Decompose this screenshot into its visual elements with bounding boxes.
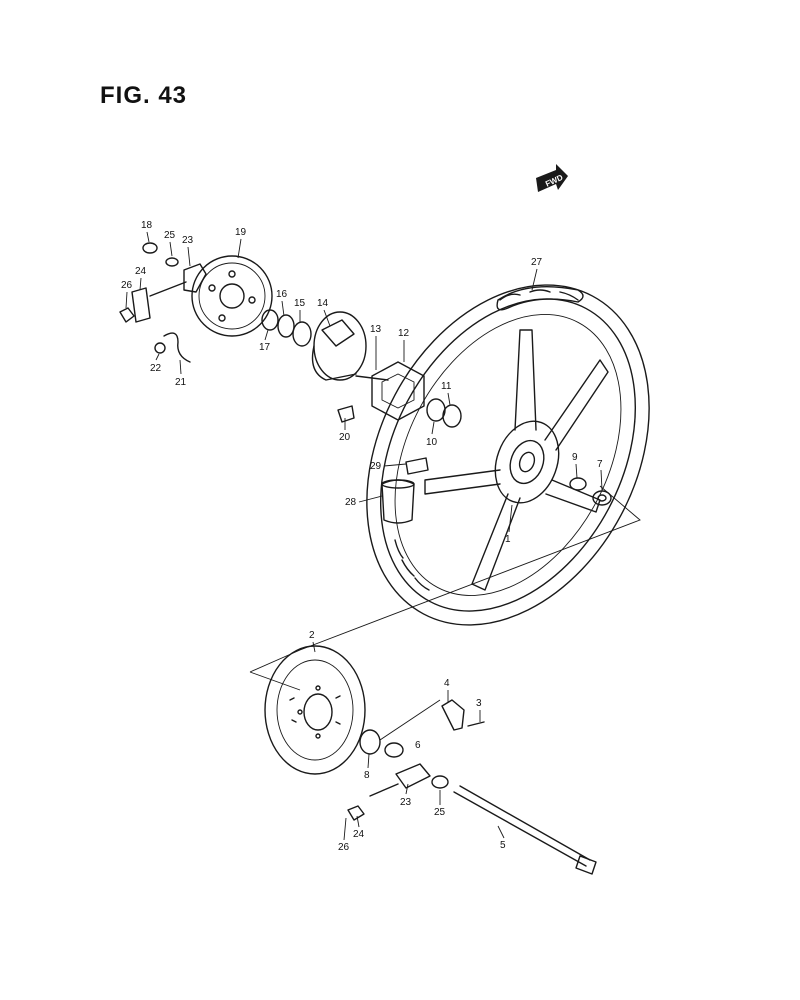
chain-adjuster-upper: [119, 242, 207, 323]
part-label-6: 6: [415, 740, 421, 751]
part-label-29: 29: [370, 461, 382, 472]
part-label-3: 3: [476, 698, 482, 709]
sprocket-mounting-drum: [311, 311, 367, 423]
part-label-23: 23: [182, 235, 194, 246]
brake-side-spacer: [359, 729, 404, 758]
part-label-24-lower: 24: [353, 829, 365, 840]
part-label-2: 2: [309, 630, 315, 641]
part-label-23-lower: 23: [400, 797, 412, 808]
figure-title: FIG. 43: [100, 82, 188, 109]
part-label-12: 12: [398, 328, 410, 339]
axle-nut-and-cotter: [154, 332, 191, 363]
part-label-1: 1: [505, 534, 511, 545]
part-label-26-lower: 26: [338, 842, 350, 853]
part-label-25: 25: [164, 230, 176, 241]
part-label-28: 28: [345, 497, 357, 508]
part-label-17: 17: [259, 342, 271, 353]
part-label-21: 21: [175, 377, 187, 388]
part-label-8: 8: [364, 770, 370, 781]
rear-sprocket: [191, 255, 273, 337]
hub-damper: [355, 361, 425, 421]
part-label-26: 26: [121, 280, 133, 291]
chain-adjuster-lower: [347, 763, 449, 821]
part-label-24: 24: [135, 266, 147, 277]
part-label-16: 16: [276, 289, 288, 300]
forward-arrow-icon: FWD: [536, 164, 568, 192]
part-label-19: 19: [235, 227, 247, 238]
rim-band: [496, 286, 584, 311]
part-label-4: 4: [444, 678, 450, 689]
rear-wheel: [366, 284, 650, 626]
sprocket-bearings: [261, 309, 312, 347]
speedometer-bracket: [441, 699, 485, 731]
part-label-20: 20: [339, 432, 351, 443]
part-label-10: 10: [426, 437, 438, 448]
assembly-guide-lines: [249, 485, 641, 741]
part-label-7: 7: [597, 459, 603, 470]
rear-axle: [453, 785, 597, 875]
inner-tube-valve: [381, 457, 429, 524]
hub-bearings: [426, 398, 462, 428]
part-label-13: 13: [370, 324, 382, 335]
part-number-labels: 1 2 3 4 5 6 7 8 9 10 11 12 13 14 15 16 1…: [121, 220, 603, 853]
part-label-14: 14: [317, 298, 329, 309]
part-label-5: 5: [500, 840, 506, 851]
part-label-25-lower: 25: [434, 807, 446, 818]
part-label-22: 22: [150, 363, 162, 374]
part-label-15: 15: [294, 298, 306, 309]
brake-disc: [264, 645, 366, 775]
part-label-27: 27: [531, 257, 543, 268]
part-label-11: 11: [441, 381, 452, 392]
part-label-18: 18: [141, 220, 153, 231]
part-label-9: 9: [572, 452, 578, 463]
